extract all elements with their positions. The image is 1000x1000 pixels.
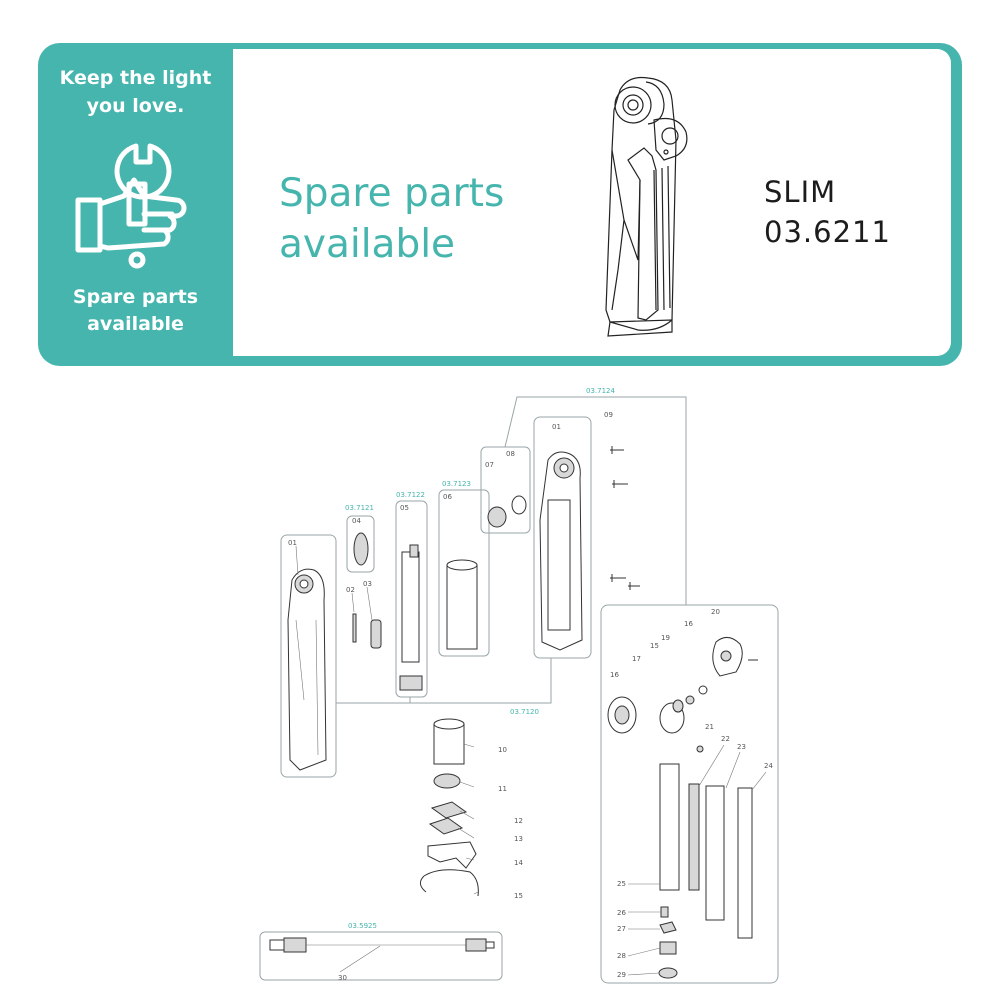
model-name: SLIM xyxy=(764,175,837,209)
group-box-06 xyxy=(438,489,490,657)
part-label-15: 15 xyxy=(514,892,523,900)
part-16-head-knob xyxy=(607,696,637,734)
group-label-7124: 03.7124 xyxy=(586,387,615,395)
part-22-led-strip xyxy=(688,783,700,891)
group-box-01 xyxy=(280,534,337,778)
part-24-diffuser xyxy=(737,787,753,939)
part-label-15b: 15 xyxy=(650,642,659,650)
part-label-19: 19 xyxy=(661,634,670,642)
part-label-25: 25 xyxy=(617,880,626,888)
part-06-battery xyxy=(446,559,478,650)
group-box-cable xyxy=(259,931,503,981)
banner-content-panel xyxy=(233,49,951,356)
part-04-cap xyxy=(353,532,369,566)
part-label-16: 16 xyxy=(610,671,619,679)
part-14-clip xyxy=(427,841,477,869)
spare-parts-caption: Spare parts available xyxy=(72,286,199,335)
tagline: Keep the light you love. xyxy=(59,67,212,117)
part-30-usb-cable xyxy=(269,937,495,953)
part-27-clip xyxy=(659,921,677,934)
part-21-screw xyxy=(696,745,704,753)
part-19-washer xyxy=(698,685,708,695)
exploded-parts-diagram: 03.7124 03.7121 03.7122 03.7123 03.7120 … xyxy=(259,387,779,984)
group-box-04 xyxy=(346,515,375,573)
group-frames xyxy=(259,396,779,984)
part-label-24: 24 xyxy=(764,762,773,770)
part-label-05: 05 xyxy=(400,504,409,512)
bracket-7120 xyxy=(336,658,552,704)
part-17-joint xyxy=(659,699,685,734)
part-label-29: 29 xyxy=(617,971,626,979)
part-label-09: 09 xyxy=(604,411,613,419)
model-info: SLIM 03.6211 xyxy=(764,172,944,252)
part-11-lens xyxy=(433,773,461,789)
part-label-12: 12 xyxy=(514,817,523,825)
part-23-frame xyxy=(705,785,725,921)
part-08-washer xyxy=(511,495,527,515)
part-26-spacer xyxy=(660,906,669,918)
part-label-27: 27 xyxy=(617,925,626,933)
part-13-pad xyxy=(428,817,464,835)
part-main-housing xyxy=(539,451,583,651)
part-05-connector xyxy=(409,544,419,558)
part-05-switch xyxy=(399,675,423,691)
part-label-02: 02 xyxy=(346,586,355,594)
part-29-foot xyxy=(658,967,678,979)
part-15-hook xyxy=(420,869,479,897)
part-label-21: 21 xyxy=(705,723,714,731)
part-label-30: 30 xyxy=(338,974,347,982)
part-01-shell xyxy=(287,568,327,771)
part-02-pin xyxy=(352,613,357,643)
group-label-7122: 03.7122 xyxy=(396,491,425,499)
group-label-5925: 03.5925 xyxy=(348,922,377,930)
part-label-03: 03 xyxy=(363,580,372,588)
part-label-23: 23 xyxy=(737,743,746,751)
part-label-11: 11 xyxy=(498,785,507,793)
headline: Spare parts available xyxy=(279,171,505,267)
part-label-22: 22 xyxy=(721,735,730,743)
group-box-head xyxy=(600,604,779,984)
part-09-screws xyxy=(610,446,640,590)
lamp-illustration xyxy=(605,76,688,337)
part-10-cup xyxy=(433,718,465,765)
thumbs-up-wrench-icon xyxy=(75,143,187,269)
part-label-26: 26 xyxy=(617,909,626,917)
part-label-17: 17 xyxy=(632,655,641,663)
group-label-7121: 03.7121 xyxy=(345,504,374,512)
group-box-main xyxy=(533,416,592,659)
part-20-head-cover xyxy=(712,637,743,677)
part-label-20: 20 xyxy=(711,608,720,616)
part-05-pcb xyxy=(401,551,420,663)
leader-lines xyxy=(295,545,767,976)
part-12-plate xyxy=(430,801,468,819)
part-label-10: 10 xyxy=(498,746,507,754)
part-07-ring xyxy=(487,506,507,528)
model-number: 03.6211 xyxy=(764,215,891,249)
part-25-rail xyxy=(659,763,680,891)
bracket-7124 xyxy=(504,396,687,605)
part-label-08: 08 xyxy=(506,450,515,458)
group-label-7120: 03.7120 xyxy=(510,708,539,716)
part-label-01: 01 xyxy=(288,539,297,547)
group-box-05 xyxy=(395,500,428,698)
part-label-13: 13 xyxy=(514,835,523,843)
part-label-main-01: 01 xyxy=(552,423,561,431)
part-label-16b: 16 xyxy=(684,620,693,628)
part-label-14: 14 xyxy=(514,859,523,867)
part-label-04: 04 xyxy=(352,517,361,525)
part-03-spring xyxy=(370,619,382,649)
part-label-28: 28 xyxy=(617,952,626,960)
part-label-07: 07 xyxy=(485,461,494,469)
group-label-7123: 03.7123 xyxy=(442,480,471,488)
part-label-06: 06 xyxy=(443,493,452,501)
part-18-washer xyxy=(685,695,695,705)
part-28-base xyxy=(659,941,677,955)
